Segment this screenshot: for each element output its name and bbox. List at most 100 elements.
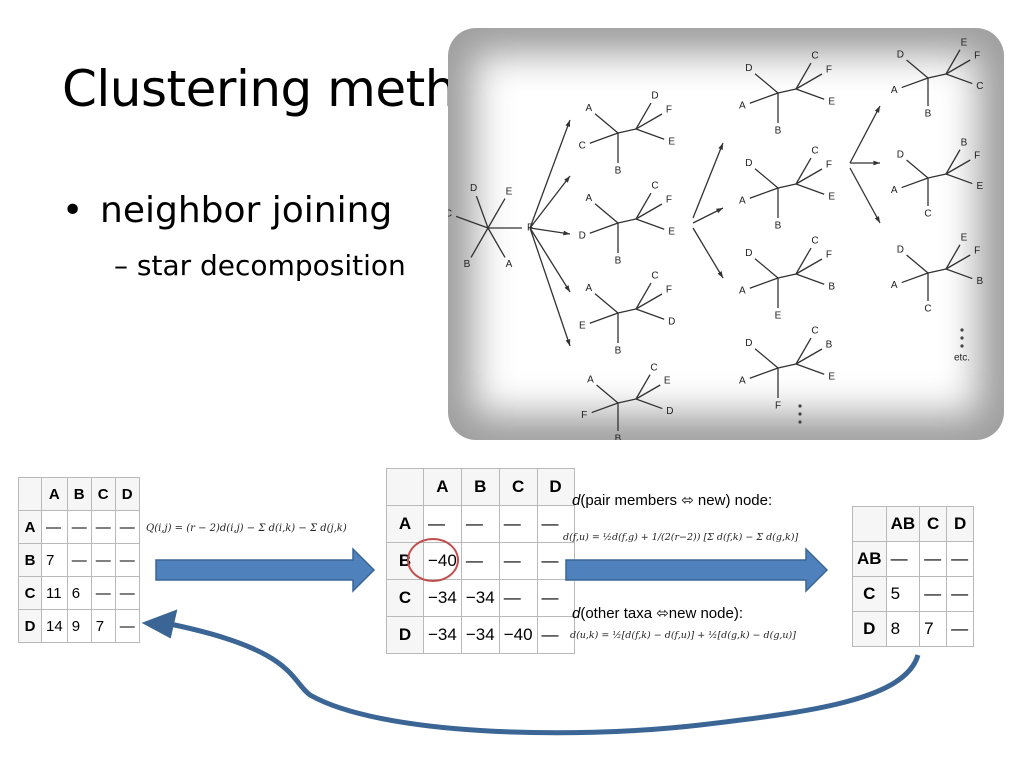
tree-edge (596, 384, 619, 404)
tree-edge (795, 62, 812, 90)
matrix-row: D−34−34−40— (386, 616, 575, 654)
tree-edge (455, 215, 489, 229)
matrix-cell: −40 (498, 616, 538, 654)
bullet-marker: • (62, 190, 84, 231)
taxon-label: C (811, 146, 818, 157)
taxon-label: E (961, 37, 968, 48)
taxon-label: F (581, 410, 587, 421)
taxon-label: D (470, 183, 477, 194)
matrix-cell: — (66, 543, 92, 577)
matrix-row-header: C (18, 576, 42, 610)
tree-edge (901, 177, 929, 189)
tree-edge (617, 398, 637, 404)
taxon-label: C (651, 181, 658, 192)
tree-edge (927, 73, 947, 79)
tree-edge (754, 73, 779, 94)
taxon-label: F (775, 401, 781, 412)
taxon-label: E (775, 311, 782, 322)
tree-edge (777, 363, 797, 369)
transition-arrow (849, 105, 881, 164)
tree-edge (635, 128, 665, 140)
tree-diagram: CDEFABCABDEFDABCEFEABCDFFABCDEADBCEFADBC… (448, 37, 983, 440)
transition-arrowhead (717, 271, 723, 278)
matrix-cell: 6 (66, 576, 92, 610)
taxon-label: C (579, 141, 586, 152)
tree-edge (754, 258, 779, 279)
pair-distance-label: d(pair members ⬄ new) node: (572, 491, 772, 509)
tree-edge (795, 258, 823, 275)
taxon-label: A (891, 280, 898, 291)
taxon-label: B (826, 340, 833, 351)
ellipsis-dot (798, 420, 802, 424)
matrix-row: AB——— (852, 541, 975, 577)
tree-edge (635, 218, 665, 230)
tree-edge (795, 363, 825, 375)
matrix-cell: — (946, 541, 975, 577)
bullet-neighbor-joining: • neighbor joining (62, 190, 406, 231)
transition-arrowhead (564, 176, 570, 183)
tree-edge (945, 173, 973, 185)
taxon-label: C (650, 362, 657, 373)
taxon-label: D (745, 248, 752, 259)
matrix-cell: — (946, 576, 975, 612)
taxon-label: A (587, 375, 594, 386)
taxon-label: B (775, 221, 782, 232)
tree-edge (635, 384, 661, 400)
tree-edge (906, 59, 929, 79)
matrix-cell: — (498, 579, 538, 617)
tree-edge (589, 222, 619, 234)
matrix-cell: — (114, 609, 140, 643)
taxon-label: E (506, 186, 513, 197)
transition-arrow (692, 142, 724, 219)
bullet-text: neighbor joining (100, 190, 393, 231)
taxon-label: C (976, 81, 983, 92)
taxon-label: F (974, 246, 980, 257)
transition-arrow (529, 227, 571, 293)
tree-edge (749, 367, 779, 379)
taxon-label: E (976, 181, 983, 192)
q-formula: Q(i,j) = (r − 2)d(i,j) − Σ d(i,k) − Σ d(… (146, 523, 347, 534)
matrix-row-header: D (386, 616, 424, 654)
taxon-label: E (668, 227, 675, 238)
matrix-cell: 9 (66, 609, 92, 643)
transition-arrow (529, 227, 571, 235)
transition-arrowhead (716, 208, 723, 214)
matrix-row-header: C (386, 579, 424, 617)
taxon-label: F (826, 160, 832, 171)
tree-edge (475, 195, 489, 229)
tree-edge (777, 183, 797, 189)
taxon-label: B (828, 282, 835, 293)
tree-edge (945, 244, 961, 270)
tree-edge (927, 268, 947, 274)
tree-edge (945, 149, 961, 175)
tree-edge (795, 157, 812, 185)
other-distance-label-d: d (572, 605, 581, 622)
star-decomposition-figure: CDEFABCABDEFDABCEFEABCDFFABCDEADBCEFADBC… (448, 28, 1004, 440)
matrix-cell: — (66, 510, 92, 544)
transition-arrowhead (874, 106, 880, 113)
taxon-label: F (666, 105, 672, 116)
tree-edge (635, 293, 663, 310)
taxon-label: A (891, 185, 898, 196)
tree-edge (749, 92, 779, 104)
taxon-label: A (506, 259, 513, 270)
matrix-row: C−34−34—— (386, 579, 575, 617)
tree-edge (795, 168, 823, 185)
matrix-row-header: D (852, 611, 887, 647)
taxon-label: D (579, 231, 586, 242)
matrix-cell: — (946, 611, 975, 647)
taxon-label: A (586, 283, 593, 294)
tree-edge (901, 77, 929, 89)
matrix-row-header: D (18, 609, 42, 643)
pair-distance-formula: d(f,u) = ½d(f,g) + 1/(2(r−2)) [Σ d(f,k) … (563, 532, 799, 543)
matrix-column-header: C (919, 506, 948, 542)
taxon-label: F (826, 250, 832, 261)
tree-edge (635, 282, 652, 310)
ellipsis-dot (960, 328, 964, 332)
taxon-label: D (897, 50, 904, 61)
taxon-label: C (924, 209, 931, 220)
